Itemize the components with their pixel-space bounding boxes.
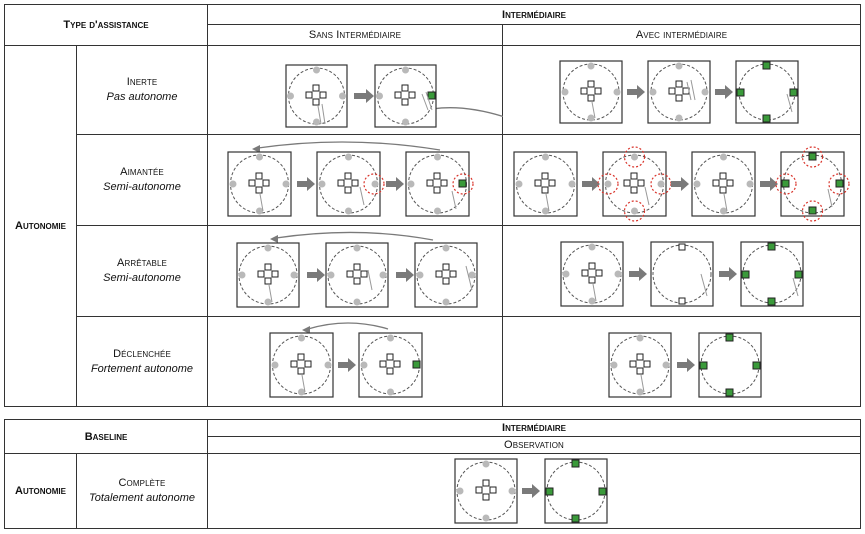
panel — [236, 242, 300, 308]
diagram-inert-without — [285, 64, 503, 128]
autonomy-row-header: Autonomie — [4, 45, 77, 407]
step-arrow — [627, 85, 645, 99]
step-arrow — [719, 267, 737, 281]
cell-stoppable-without — [207, 225, 503, 317]
level-desc: Totalement autonome — [89, 492, 195, 504]
step-arrow — [760, 177, 778, 191]
panel — [285, 64, 348, 128]
diagram-magnetic-without — [227, 141, 474, 217]
return-arrow-curve — [257, 141, 441, 151]
level-desc: Semi-autonome — [103, 181, 181, 193]
cell-triggered-without — [207, 316, 503, 407]
step-arrow — [338, 358, 356, 372]
cell-inert-without — [207, 45, 503, 135]
panel — [405, 151, 474, 217]
return-arrow-head — [270, 235, 278, 243]
level-name: Aimantée — [120, 166, 164, 178]
diagram-triggered-without — [269, 322, 423, 398]
cell-inert-with — [501, 45, 862, 135]
diagram-stoppable-with — [560, 241, 804, 307]
panel — [735, 60, 799, 124]
panel — [454, 458, 518, 524]
magnet-zone — [452, 173, 474, 195]
step-arrow — [386, 177, 404, 191]
panel — [325, 242, 389, 308]
panel — [560, 241, 624, 307]
panel — [559, 60, 623, 124]
panel — [698, 332, 762, 398]
level-desc: Semi-autonome — [103, 272, 181, 284]
panel — [544, 458, 608, 524]
step-arrow — [297, 177, 315, 191]
assistance-table: Type d'assistance Intermédiaire Sans Int… — [4, 4, 862, 407]
level-desc: Fortement autonome — [90, 362, 194, 375]
cell-magnetic-without — [207, 134, 503, 226]
level-name: Déclenchée — [113, 347, 171, 360]
level-complete: Complète Totalement autonome — [76, 453, 208, 529]
return-arrow-curve — [275, 231, 434, 241]
assistance-type-header: Type d'assistance — [4, 4, 208, 46]
cell-magnetic-with — [501, 134, 862, 226]
baseline-table: Baseline Intermédiaire Observation Auton… — [4, 419, 861, 529]
step-arrow — [354, 89, 374, 103]
level-triggered: Déclenchée Fortement autonome — [76, 316, 208, 407]
panel — [227, 151, 292, 217]
baseline-header: Baseline — [4, 419, 208, 454]
with-intermediary-header: Avec intermédiaire — [501, 24, 862, 46]
level-stoppable: Arrêtable Semi-autonome — [76, 225, 208, 317]
level-name: Complète — [118, 477, 166, 489]
step-arrow — [671, 177, 689, 191]
step-arrow — [396, 268, 414, 282]
step-arrow — [582, 177, 600, 191]
return-arrow-head — [302, 326, 310, 334]
return-arrow-head — [252, 145, 260, 153]
panel — [775, 146, 850, 222]
without-intermediary-header: Sans Intermédiaire — [207, 24, 503, 46]
panel — [374, 64, 437, 128]
level-magnetic: Aimantée Semi-autonome — [76, 134, 208, 226]
intermediary-header: Intermédiaire — [206, 4, 862, 25]
level-desc: Pas autonome — [106, 91, 178, 103]
diagram-inert-with — [559, 60, 799, 124]
level-inert: Inerte Pas autonome — [76, 45, 208, 135]
baseline-intermediary-header: Intermédiaire — [207, 419, 861, 437]
cell-complete-observation — [207, 453, 861, 529]
level-name: Inerte — [126, 76, 158, 88]
diagram-stoppable-without — [236, 231, 478, 308]
step-arrow — [522, 484, 540, 498]
panel — [608, 332, 672, 398]
cell-stoppable-with — [501, 225, 862, 317]
observation-header: Observation — [207, 436, 861, 454]
panel — [513, 151, 578, 217]
panel — [650, 241, 714, 307]
panel — [691, 151, 756, 217]
panel — [597, 146, 672, 222]
diagram-magnetic-with — [513, 146, 850, 222]
step-arrow — [677, 358, 695, 372]
magnet-zone — [363, 173, 385, 195]
panel — [316, 151, 385, 217]
baseline-autonomy-header: Autonomie — [4, 453, 77, 529]
return-arrow-curve — [307, 322, 389, 330]
step-arrow — [715, 85, 733, 99]
panel — [358, 332, 423, 398]
step-arrow — [629, 267, 647, 281]
panel — [269, 332, 334, 398]
panel — [647, 60, 711, 124]
panel — [740, 241, 804, 307]
diagram-triggered-with — [608, 332, 762, 398]
level-name: Arrêtable — [117, 257, 167, 269]
diagram-complete — [454, 458, 608, 524]
panel — [414, 242, 478, 308]
step-arrow — [307, 268, 325, 282]
cell-triggered-with — [501, 316, 862, 407]
